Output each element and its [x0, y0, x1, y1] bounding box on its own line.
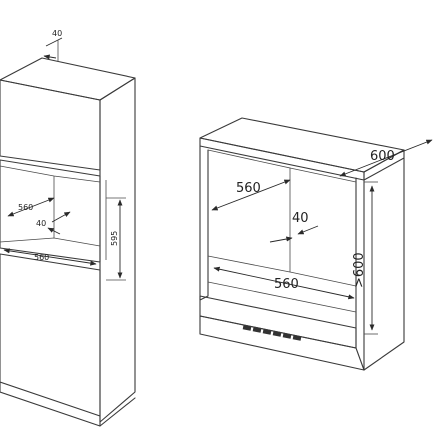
dim-label-top-depth-40: 40 [52, 29, 62, 38]
dim-label-inner-width-560: 560 [274, 277, 299, 292]
base-cabinet-drawing: 600 560 40 560 >600 [199, 117, 433, 371]
tall-cabinet-side-panel [99, 77, 136, 423]
oven-niche-opening [0, 159, 101, 263]
dim-label-inner-step-40: 40 [36, 219, 46, 228]
cavity-top-back-edge [289, 167, 357, 183]
dim-arrow-inner-step [47, 227, 61, 235]
dim-label-inner-depth-560: 560 [18, 203, 33, 212]
tall-cabinet-plinth [0, 381, 101, 427]
dim-line-opening-width-560 [3, 248, 97, 266]
dim-arrow-step [269, 236, 293, 243]
dim-line-inner-depth-560 [211, 179, 291, 211]
tall-cabinet-upper-door [0, 79, 101, 171]
dim-line-inner-step-40 [51, 211, 71, 223]
dim-label-step-40: 40 [292, 211, 309, 226]
cabinet-right-side-panel [363, 157, 405, 371]
cabinet-left-panel [199, 145, 209, 301]
plinth-front [199, 315, 365, 371]
dim-label-opening-height-595: 595 [110, 231, 119, 246]
tall-cabinet-drawing: 40 560 40 560 595 [0, 29, 136, 427]
dim-line-step-40 [297, 225, 319, 235]
dim-line-top-depth-40 [45, 37, 63, 47]
dim-label-inner-depth-560: 560 [236, 181, 261, 196]
dim-line-inner-depth-560 [7, 197, 55, 217]
cavity-back-outline [207, 149, 291, 273]
dim-label-opening-width-560: 560 [34, 253, 49, 262]
worktop-front-edge [199, 137, 365, 181]
control-knobs [242, 325, 302, 341]
dim-line-top-depth-600 [339, 139, 433, 177]
control-panel-strip [199, 295, 357, 349]
dim-label-height-600: >600 [352, 252, 367, 288]
cavity-floor-back-edge [289, 271, 357, 287]
dim-label-top-depth-600: 600 [370, 149, 395, 164]
plinth-side [99, 397, 136, 427]
dim-arrow-top-depth [43, 54, 57, 60]
tall-cabinet-lower-door [0, 253, 101, 417]
niche-inner-floor-edge [0, 237, 101, 247]
dim-line-inner-width-560 [213, 266, 355, 300]
